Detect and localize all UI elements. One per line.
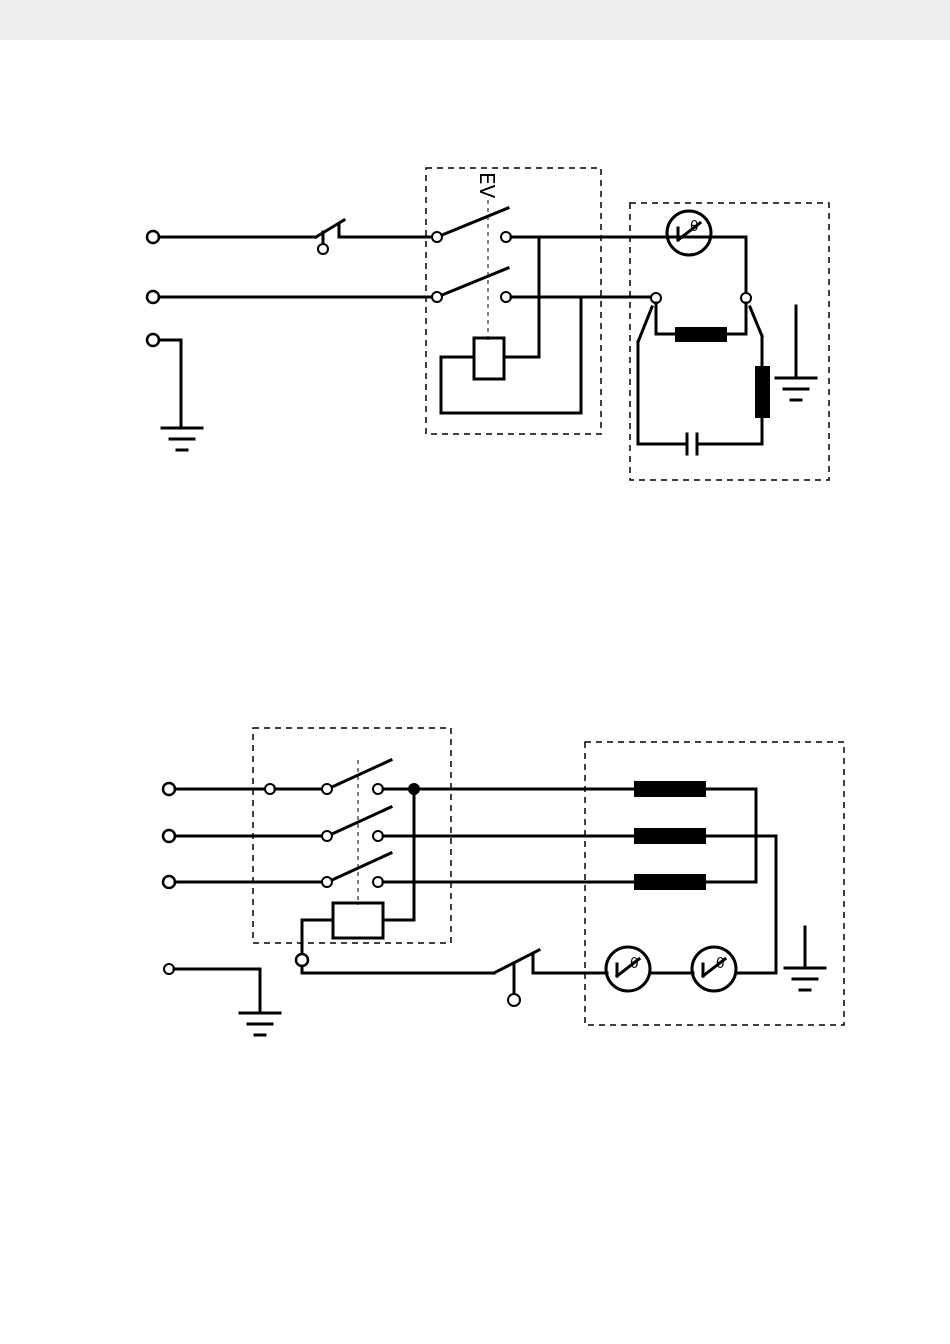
thermostat-1-symbol: θ xyxy=(630,956,639,972)
heater-enclosure xyxy=(630,203,829,480)
thermostat-1-icon: θ xyxy=(606,947,650,991)
heating-element-l3-icon xyxy=(634,874,706,890)
ground-icon-heater xyxy=(776,306,816,400)
ground-icon xyxy=(159,340,202,450)
input-terminal-1 xyxy=(147,231,159,243)
contactor-switch-2-icon xyxy=(432,268,511,302)
contactor-switch-l3-icon xyxy=(322,853,391,887)
thermostat-2-symbol: θ xyxy=(716,956,725,972)
contactor-switch-l2-icon xyxy=(322,807,391,841)
heating-element-l2-icon xyxy=(634,828,706,844)
diagram-1: EV xyxy=(147,168,829,480)
thermostat-icon: θ xyxy=(667,211,711,255)
relay-coil-icon xyxy=(474,338,504,379)
contactor-label: EV xyxy=(475,172,499,199)
input-terminal-l1 xyxy=(163,783,175,795)
thermostat-2-icon: θ xyxy=(692,947,736,991)
ground-icon-heater-2 xyxy=(785,927,825,990)
contactor-switch-1-icon xyxy=(432,208,511,242)
control-terminal xyxy=(296,954,308,966)
input-terminal-l3 xyxy=(163,876,175,888)
ground-icon-2 xyxy=(174,969,280,1035)
contactor-enclosure xyxy=(426,168,601,434)
thermostat-symbol: θ xyxy=(690,219,699,235)
input-terminal-earth xyxy=(147,334,159,346)
heating-element-2-icon xyxy=(755,366,770,418)
contactor-switch-l1-icon xyxy=(322,760,391,794)
relay-coil-2-icon xyxy=(333,903,383,938)
capacitor-icon xyxy=(687,434,697,454)
diagram-2: θ θ xyxy=(163,728,844,1035)
heating-element-l1-icon xyxy=(634,781,706,797)
input-terminal-l2 xyxy=(163,830,175,842)
control-switch-icon xyxy=(494,950,539,1006)
input-terminal-2 xyxy=(147,291,159,303)
heating-element-1-icon xyxy=(675,327,727,342)
